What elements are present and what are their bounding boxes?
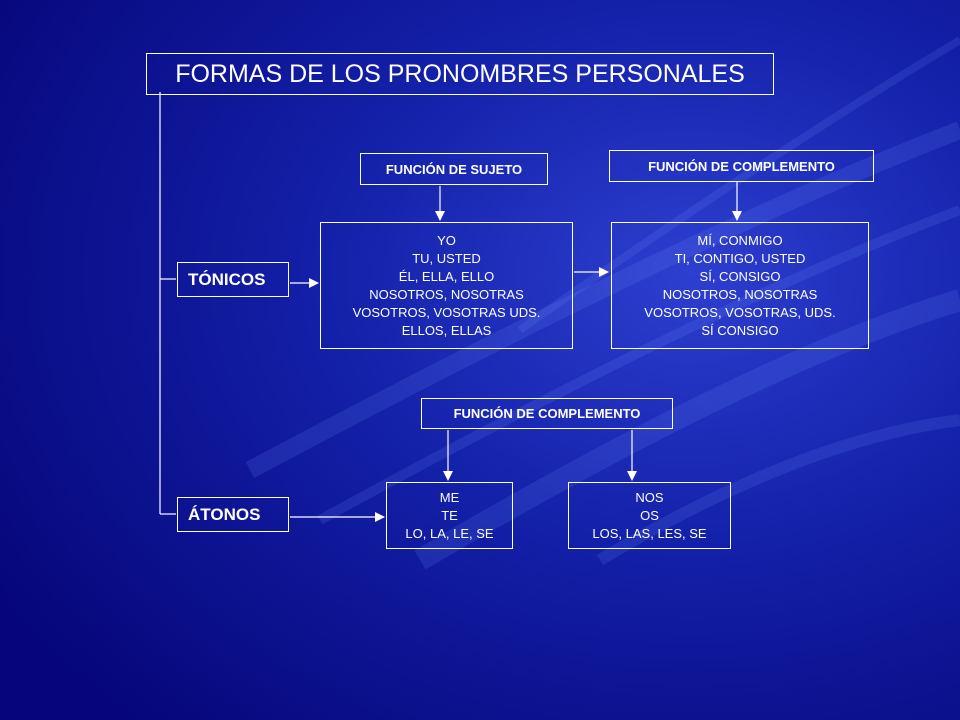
list-item: SÍ CONSIGO — [701, 322, 779, 338]
header-funcion-sujeto: FUNCIÓN DE SUJETO — [360, 153, 548, 185]
list-item: VOSOTROS, VOSOTRAS, UDS. — [644, 304, 836, 320]
list-sujeto-tonico: YO TU, USTED ÉL, ELLA, ELLO NOSOTROS, NO… — [320, 222, 573, 349]
list-item: YO — [437, 232, 456, 248]
list-item: NOS — [635, 489, 664, 505]
header-funcion-complemento-atono: FUNCIÓN DE COMPLEMENTO — [421, 398, 673, 429]
list-item: ÉL, ELLA, ELLO — [398, 268, 495, 284]
list-item: SÍ, CONSIGO — [699, 268, 781, 284]
page-title: FORMAS DE LOS PRONOMBRES PERSONALES — [146, 53, 774, 95]
list-item: NOSOTROS, NOSOTRAS — [369, 286, 524, 302]
header-funcion-complemento-tonico: FUNCIÓN DE COMPLEMENTO — [609, 150, 874, 182]
list-item: VOSOTROS, VOSOTRAS UDS. — [352, 304, 541, 320]
list-item: ME — [439, 489, 460, 505]
list-complemento-tonico: MÍ, CONMIGO TI, CONTIGO, USTED SÍ, CONSI… — [611, 222, 869, 349]
list-item: MÍ, CONMIGO — [697, 232, 783, 248]
list-atonos-singular: ME TE LO, LA, LE, SE — [386, 482, 513, 549]
label-tonicos: TÓNICOS — [177, 262, 289, 297]
list-item: TI, CONTIGO, USTED — [674, 250, 806, 266]
list-item: LOS, LAS, LES, SE — [592, 525, 707, 541]
list-item: TE — [441, 507, 458, 523]
list-item: NOSOTROS, NOSOTRAS — [662, 286, 818, 302]
list-item: OS — [640, 507, 659, 523]
list-atonos-plural: NOS OS LOS, LAS, LES, SE — [568, 482, 731, 549]
list-item: LO, LA, LE, SE — [405, 525, 494, 541]
list-item: ELLOS, ELLAS — [401, 322, 492, 338]
list-item: TU, USTED — [412, 250, 481, 266]
label-atonos: ÁTONOS — [177, 497, 289, 532]
